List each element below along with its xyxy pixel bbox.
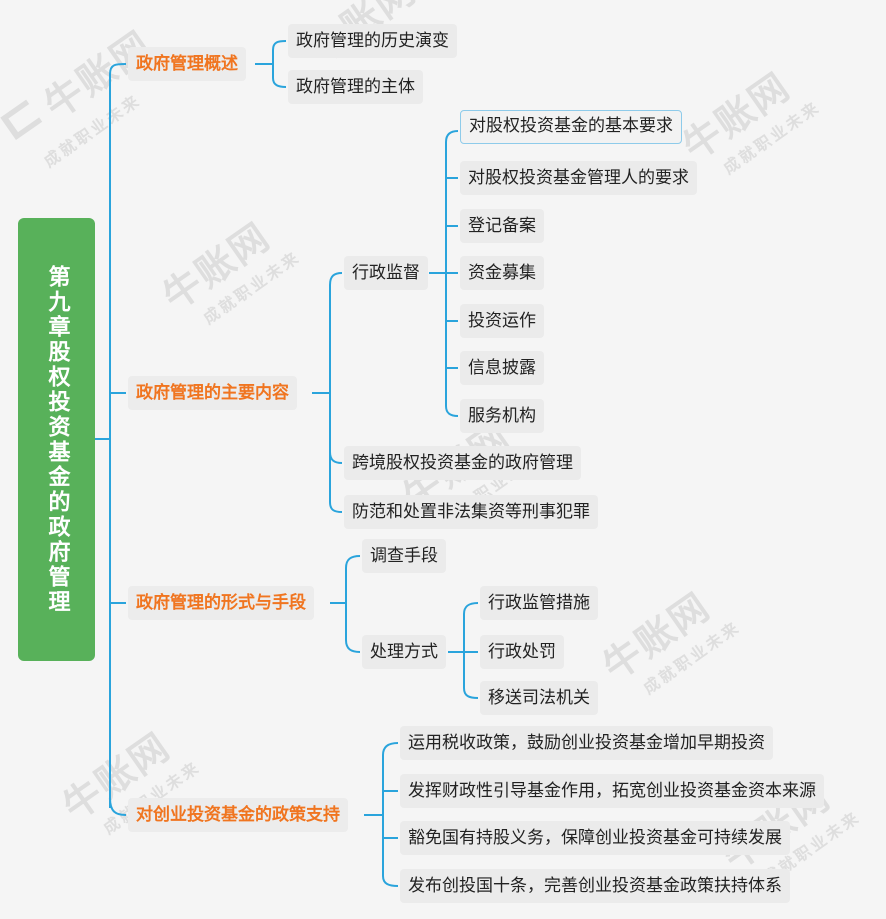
link-b2-c2	[329, 451, 343, 464]
topic-admin-supervision[interactable]: 行政监督	[344, 256, 428, 290]
topic-guidance-fund[interactable]: 发挥财政性引导基金作用，拓宽创业投资基金资本来源	[400, 774, 824, 808]
topic-tax-policy[interactable]: 运用税收政策，鼓励创业投资基金增加早期投资	[400, 726, 773, 760]
link-b1	[109, 63, 127, 75]
topic-judicial-transfer[interactable]: 移送司法机关	[480, 681, 598, 715]
root-title: 第九章股权投资基金的政府管理	[44, 264, 70, 615]
topic-state-exemption[interactable]: 豁免国有持股义务，保障创业投资基金可持续发展	[400, 821, 790, 855]
link-b4	[109, 797, 127, 816]
topic-admin-measures[interactable]: 行政监管措施	[480, 586, 598, 620]
link-xz-c7	[445, 405, 459, 417]
topic-ten-measures[interactable]: 发布创投国十条，完善创业投资基金政策扶持体系	[400, 869, 790, 903]
link-b4-c1	[382, 742, 399, 756]
topic-admin-penalty[interactable]: 行政处罚	[480, 635, 564, 669]
topic-cross-border[interactable]: 跨境股权投资基金的政府管理	[344, 446, 581, 480]
branch-policy-support[interactable]: 对创业投资基金的政策支持	[128, 798, 348, 832]
link-b2-c3	[329, 501, 343, 513]
link-b1-c1	[272, 40, 287, 64]
link-b1-c2	[272, 64, 287, 88]
root-topic[interactable]: 第九章股权投资基金的政府管理	[18, 218, 95, 661]
topic-registration[interactable]: 登记备案	[460, 209, 544, 243]
link-b3-c1	[345, 555, 361, 569]
topic-basic-requirements[interactable]: 对股权投资基金的基本要求	[460, 110, 682, 144]
topic-investigation[interactable]: 调查手段	[362, 539, 446, 573]
topic-subject[interactable]: 政府管理的主体	[288, 70, 423, 104]
link-cl-c1	[463, 602, 479, 615]
link-b4-c4	[382, 875, 399, 887]
link-xz-c1	[445, 130, 459, 143]
topic-illegal-fundraising[interactable]: 防范和处置非法集资等刑事犯罪	[344, 495, 598, 529]
link-b3-c2	[345, 639, 361, 653]
topic-service-agencies[interactable]: 服务机构	[460, 399, 544, 433]
topic-investment-operation[interactable]: 投资运作	[460, 304, 544, 338]
topic-fundraising[interactable]: 资金募集	[460, 256, 544, 290]
branch-forms-means[interactable]: 政府管理的形式与手段	[128, 586, 314, 620]
topic-manager-requirements[interactable]: 对股权投资基金管理人的要求	[460, 161, 697, 195]
branch-main-content[interactable]: 政府管理的主要内容	[128, 376, 297, 410]
topic-history[interactable]: 政府管理的历史演变	[288, 24, 457, 58]
link-b2-c1	[329, 272, 343, 286]
link-cl-c3	[463, 687, 479, 699]
topic-disclosure[interactable]: 信息披露	[460, 351, 544, 385]
topic-handling[interactable]: 处理方式	[362, 635, 446, 669]
branch-overview[interactable]: 政府管理概述	[128, 47, 246, 81]
